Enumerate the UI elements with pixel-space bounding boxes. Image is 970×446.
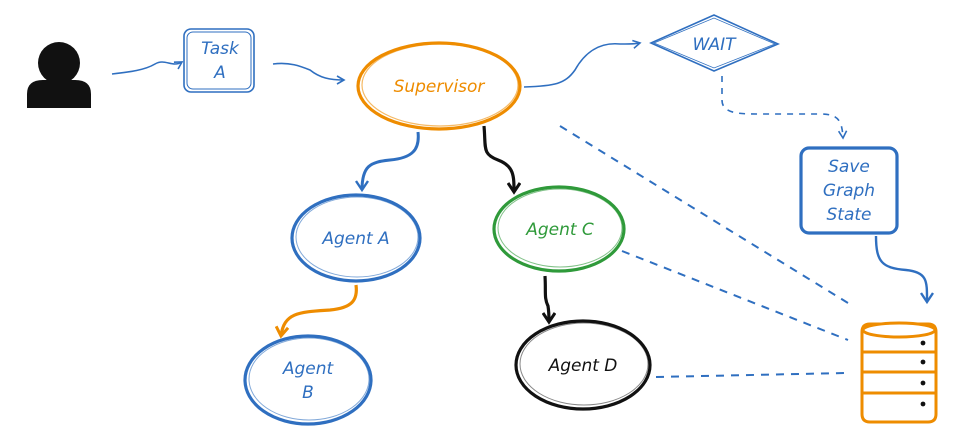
dashed-supervisor-to-database <box>559 125 849 304</box>
save-label-line2: Graph <box>823 181 875 201</box>
save-label-line1: Save <box>828 157 870 177</box>
supervisor-node[interactable]: Supervisor <box>356 41 522 131</box>
wait-label: WAIT <box>693 35 738 55</box>
agent-b-label-line1: Agent <box>282 359 335 379</box>
connector-supervisor-to-agent-c <box>482 125 514 192</box>
task-a-label-line1: Task <box>201 39 240 59</box>
connector-wait-to-save <box>721 76 848 140</box>
database-icon <box>860 321 938 424</box>
connector-supervisor-to-agent-a <box>355 131 420 193</box>
connector-save-to-database <box>874 235 934 305</box>
user-silhouette-icon <box>27 42 91 108</box>
task-a-label-line2: A <box>213 63 226 83</box>
agent-b-label-line2: B <box>302 383 314 403</box>
dashed-agent-c-to-database <box>621 250 849 341</box>
agent-a-node[interactable]: Agent A <box>290 193 422 283</box>
dashed-agent-d-to-database <box>655 372 847 378</box>
connector-supervisor-to-wait <box>523 39 642 88</box>
connector-user-to-task <box>111 61 184 75</box>
agent-c-node[interactable]: Agent C <box>492 185 626 273</box>
save-label-line3: State <box>827 205 872 225</box>
supervisor-label: Supervisor <box>394 77 486 97</box>
agent-d-node[interactable]: Agent D <box>514 319 652 411</box>
connector-agent-a-to-agent-b <box>281 284 358 336</box>
agent-b-node[interactable]: Agent B <box>243 334 373 426</box>
wait-node[interactable]: WAIT <box>649 14 780 72</box>
connector-task-to-supervisor <box>272 62 346 85</box>
connector-agent-c-to-agent-d <box>545 275 549 322</box>
agent-c-label: Agent C <box>525 220 594 240</box>
task-a-node[interactable]: Task A <box>183 28 255 93</box>
agent-d-label: Agent D <box>548 356 618 376</box>
save-graph-state-node[interactable]: Save Graph State <box>799 146 899 235</box>
agent-a-label: Agent A <box>321 229 389 249</box>
